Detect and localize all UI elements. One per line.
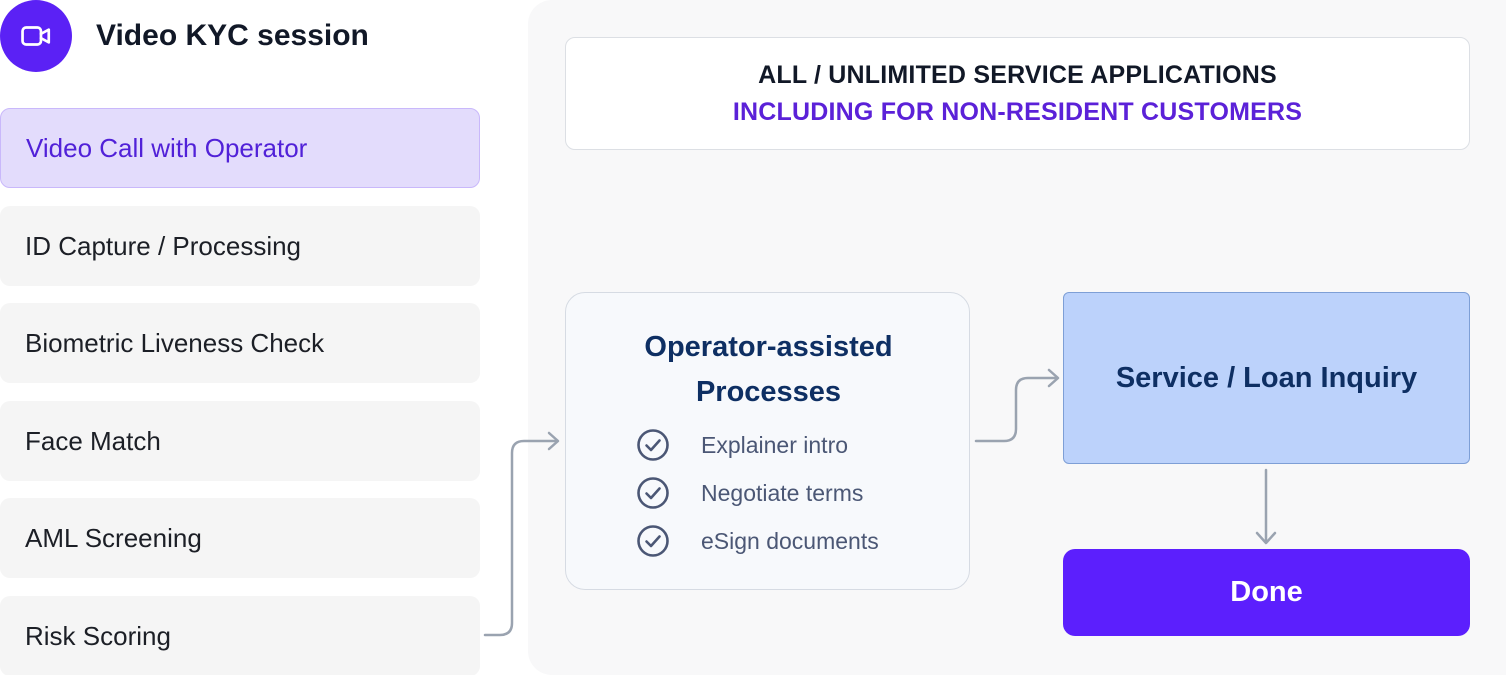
applications-banner: ALL / UNLIMITED SERVICE APPLICATIONS INC…	[565, 37, 1470, 150]
process-item: Negotiate terms	[636, 469, 879, 517]
step-id-capture[interactable]: ID Capture / Processing	[0, 206, 480, 286]
banner-headline: ALL / UNLIMITED SERVICE APPLICATIONS	[758, 60, 1277, 89]
operator-processes-card: Operator-assisted Processes Explainer in…	[565, 292, 970, 590]
process-title: Operator-assisted Processes	[566, 325, 971, 415]
process-item-label: Explainer intro	[701, 431, 849, 458]
check-circle-icon	[636, 524, 670, 558]
process-title-line-2: Processes	[695, 376, 842, 408]
step-label: Face Match	[25, 425, 161, 456]
process-list: Explainer intro Negotiate terms eSign do…	[636, 421, 879, 565]
process-item-label: eSign documents	[701, 527, 879, 554]
step-label: AML Screening	[25, 522, 202, 553]
step-aml-screening[interactable]: AML Screening	[0, 498, 480, 578]
step-label: Biometric Liveness Check	[25, 327, 325, 358]
process-item-label: Negotiate terms	[701, 479, 864, 506]
service-loan-inquiry-node: Service / Loan Inquiry	[1063, 292, 1470, 464]
process-title-line-1: Operator-assisted	[644, 331, 893, 363]
page-title: Video KYC session	[96, 19, 369, 52]
video-camera-icon	[21, 26, 51, 46]
process-item: eSign documents	[636, 517, 879, 565]
step-label: Video Call with Operator	[26, 132, 308, 163]
process-item: Explainer intro	[636, 421, 879, 469]
step-video-call[interactable]: Video Call with Operator	[0, 108, 480, 188]
done-button[interactable]: Done	[1063, 549, 1470, 636]
check-circle-icon	[636, 428, 670, 462]
step-face-match[interactable]: Face Match	[0, 401, 480, 481]
banner-subheadline: INCLUDING FOR NON-RESIDENT CUSTOMERS	[732, 97, 1303, 126]
step-risk-scoring[interactable]: Risk Scoring	[0, 596, 480, 675]
check-circle-icon	[636, 476, 670, 510]
step-label: Risk Scoring	[25, 620, 171, 651]
step-biometric-liveness[interactable]: Biometric Liveness Check	[0, 303, 480, 383]
video-session-badge	[0, 0, 72, 72]
step-label: ID Capture / Processing	[25, 230, 302, 261]
